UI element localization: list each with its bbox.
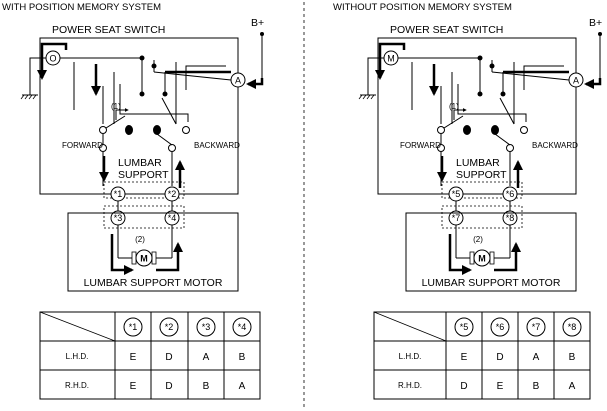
table-cell: D <box>165 352 172 363</box>
svg-text:M: M <box>140 254 148 264</box>
motor-title: LUMBAR SUPPORT MOTOR <box>84 277 223 289</box>
current-arrow <box>110 234 134 275</box>
motor-symbol <box>135 249 153 267</box>
table-cell: A <box>569 381 576 392</box>
pin-table: *1 *2 *3 *4 L.H.D. E D A B R.H.D. E D B … <box>39 311 261 400</box>
table-cell: E <box>130 352 137 363</box>
motor-title: LUMBAR SUPPORT MOTOR <box>422 277 561 289</box>
table-cell: E <box>497 381 504 392</box>
row-label: L.H.D. <box>399 352 422 361</box>
current-arrow <box>494 242 521 272</box>
table-cell: D <box>165 381 172 392</box>
lumbar-label-2: SUPPORT <box>118 169 169 181</box>
backward-label: BACKWARD <box>532 141 578 150</box>
svg-text:A: A <box>573 76 579 86</box>
current-arrow <box>375 42 406 80</box>
svg-text:*7: *7 <box>452 213 461 223</box>
table-cell: B <box>569 352 576 363</box>
row-label: L.H.D. <box>66 352 89 361</box>
table-cell: D <box>496 352 503 363</box>
svg-text:M: M <box>478 254 486 264</box>
table-header: *5 <box>460 322 469 332</box>
forward-label: FORWARD <box>400 141 441 150</box>
table-cell: E <box>130 381 137 392</box>
table-cell: A <box>203 352 210 363</box>
table-diagonal <box>39 311 116 342</box>
table-cell: E <box>461 352 468 363</box>
current-arrow <box>448 234 472 275</box>
pin-table: *5 *6 *7 *8 L.H.D. E D A B R.H.D. D E B … <box>373 311 591 400</box>
svg-text:*1: *1 <box>114 189 123 199</box>
current-arrow <box>37 42 68 80</box>
callout-motor: (2) <box>135 235 145 244</box>
lumbar-label-2: SUPPORT <box>456 169 507 181</box>
svg-text:*8: *8 <box>506 213 515 223</box>
motor-box <box>405 212 577 292</box>
motor-symbol <box>473 249 491 267</box>
svg-text:*6: *6 <box>506 189 515 199</box>
table-cell: B <box>203 381 210 392</box>
power-seat-switch-box <box>377 37 577 195</box>
table-diagonal <box>373 311 447 342</box>
row-label: R.H.D. <box>65 381 89 390</box>
table-header: *7 <box>532 322 541 332</box>
switch-title: POWER SEAT SWITCH <box>52 24 165 36</box>
svg-text:A: A <box>235 76 241 86</box>
lumbar-label-1: LUMBAR <box>456 157 500 169</box>
forward-label: FORWARD <box>62 141 103 150</box>
backward-label: BACKWARD <box>194 141 240 150</box>
current-arrow <box>156 242 183 272</box>
table-cell: B <box>533 381 540 392</box>
panel-with-memory: WITH POSITION MEMORY SYSTEM POWER SEAT S… <box>2 2 264 400</box>
table-header: *6 <box>496 322 505 332</box>
current-arrow <box>246 78 264 89</box>
lumbar-label-1: LUMBAR <box>118 157 162 169</box>
table-header: *3 <box>202 322 211 332</box>
table-header: *4 <box>238 322 247 332</box>
panel-without-memory: WITHOUT POSITION MEMORY SYSTEM POWER SEA… <box>333 2 602 400</box>
panel-heading: WITHOUT POSITION MEMORY SYSTEM <box>333 2 512 13</box>
callout-motor: (2) <box>473 235 483 244</box>
svg-text:*4: *4 <box>168 213 177 223</box>
table-header: *8 <box>568 322 577 332</box>
supply-label: B+ <box>589 17 602 29</box>
power-seat-switch-box <box>39 37 239 195</box>
svg-text:*2: *2 <box>168 189 177 199</box>
current-arrow <box>584 78 602 89</box>
svg-text:*5: *5 <box>452 189 461 199</box>
table-cell: A <box>533 352 540 363</box>
switch-title: POWER SEAT SWITCH <box>390 24 503 36</box>
supply-label: B+ <box>251 17 264 29</box>
callout-switch: (1) <box>449 102 459 111</box>
panel-heading: WITH POSITION MEMORY SYSTEM <box>2 2 161 13</box>
table-cell: A <box>239 381 246 392</box>
callout-switch: (1) <box>111 102 121 111</box>
table-cell: D <box>460 381 467 392</box>
svg-text:M: M <box>387 54 395 64</box>
table-header: *2 <box>165 322 174 332</box>
row-label: R.H.D. <box>398 381 422 390</box>
table-cell: B <box>239 352 246 363</box>
svg-text:O: O <box>49 54 56 64</box>
table-header: *1 <box>129 322 138 332</box>
motor-box <box>67 212 239 292</box>
svg-text:*3: *3 <box>114 213 123 223</box>
